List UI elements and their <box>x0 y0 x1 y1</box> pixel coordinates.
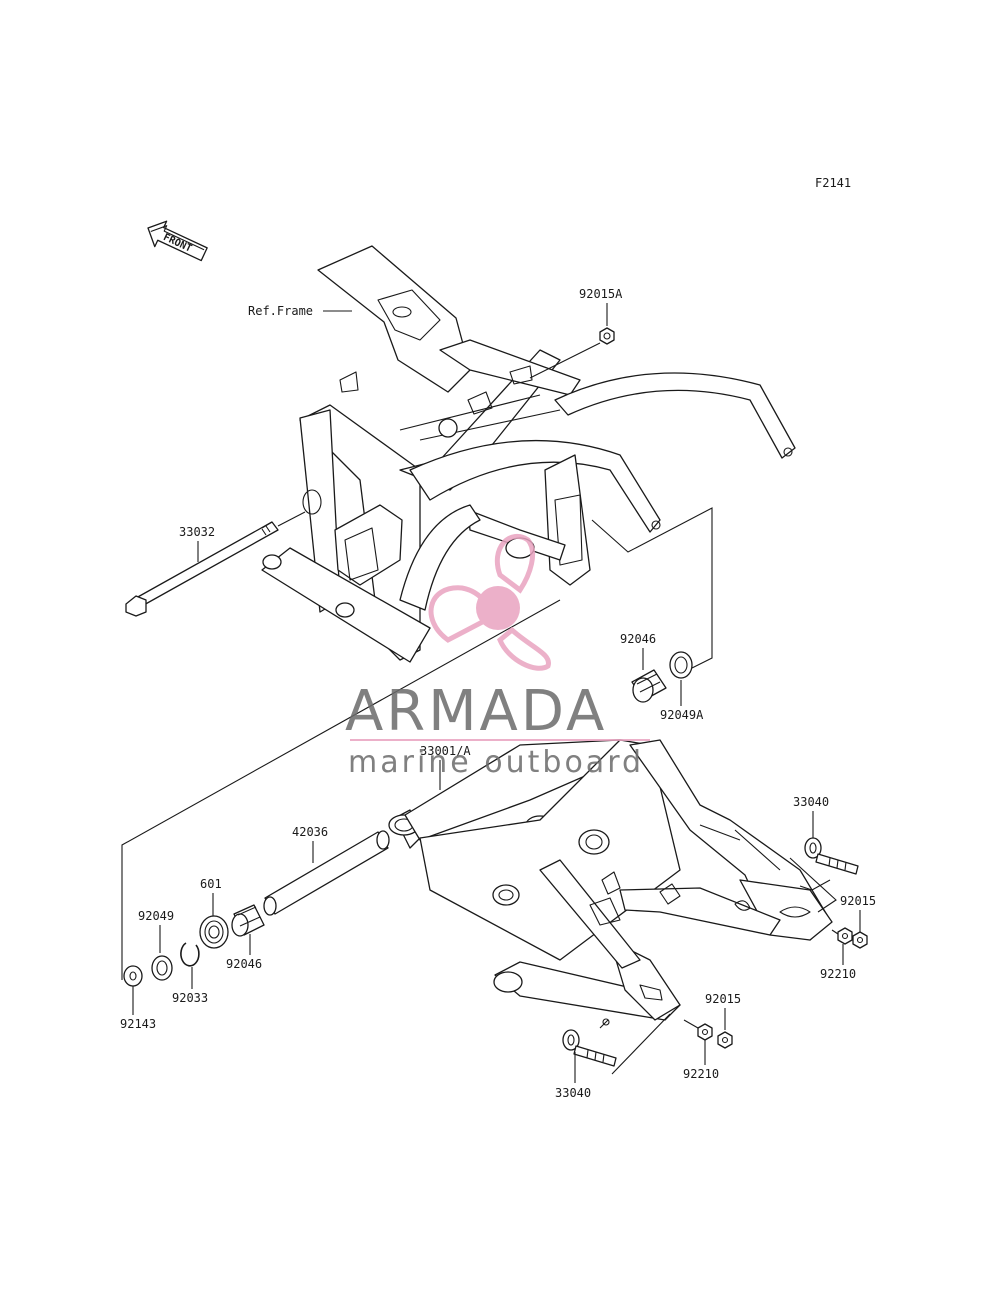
part-92049A-label: 92049A <box>660 708 704 722</box>
part-92046-top-label: 92046 <box>620 632 656 646</box>
propeller-logo-icon <box>428 533 551 671</box>
part-601-label: 601 <box>200 877 222 891</box>
swingarm <box>388 739 833 1021</box>
spacer-tube-42036-icon <box>263 830 390 916</box>
washer-92210-right-icon <box>837 927 853 945</box>
circlip-92033-icon <box>180 942 200 967</box>
part-92210-right-label: 92210 <box>820 967 856 981</box>
front-arrow-icon: FRONT <box>147 220 208 262</box>
part-33001A-label: 33001/A <box>420 744 471 758</box>
part-33032-label: 33032 <box>179 525 215 539</box>
part-92015A-label: 92015A <box>579 287 623 301</box>
nut-92015-right-icon <box>852 931 868 949</box>
part-92143-label: 92143 <box>120 1017 156 1031</box>
ball-bearing-601-icon <box>199 915 229 949</box>
watermark: ARMADA marine outboard <box>345 533 650 780</box>
main-frame <box>261 245 796 663</box>
ref-frame-label: Ref.Frame <box>248 304 313 318</box>
washer-92210-bottom-icon <box>697 1023 713 1041</box>
needle-bearing-92046-top-icon <box>631 669 667 703</box>
needle-bearing-92046-left-icon <box>231 904 265 937</box>
axle-bolt-33032-icon <box>125 521 279 617</box>
washer-92143-icon <box>123 965 143 987</box>
part-92046-left-label: 92046 <box>226 957 262 971</box>
seal-92049A-icon <box>669 651 693 679</box>
part-42036-label: 42036 <box>292 825 328 839</box>
nut-92015-bottom-icon <box>717 1031 733 1049</box>
watermark-tagline: marine outboard <box>348 745 644 780</box>
nut-92015A-icon <box>599 327 615 345</box>
part-33040-right-label: 33040 <box>793 795 829 809</box>
watermark-brand: ARMADA <box>345 679 607 744</box>
part-92015-right-label: 92015 <box>840 894 876 908</box>
part-92049-label: 92049 <box>138 909 174 923</box>
part-92015-bottom-label: 92015 <box>705 992 741 1006</box>
part-92210-bottom-label: 92210 <box>683 1067 719 1081</box>
seal-92049-icon <box>151 955 173 981</box>
part-33040-bottom-label: 33040 <box>555 1086 591 1100</box>
adjuster-bolt-33040-bottom-icon <box>562 1029 617 1067</box>
part-92033-label: 92033 <box>172 991 208 1005</box>
adjuster-bolt-33040-right-icon <box>804 837 859 875</box>
diagram-code: F2141 <box>815 176 851 190</box>
